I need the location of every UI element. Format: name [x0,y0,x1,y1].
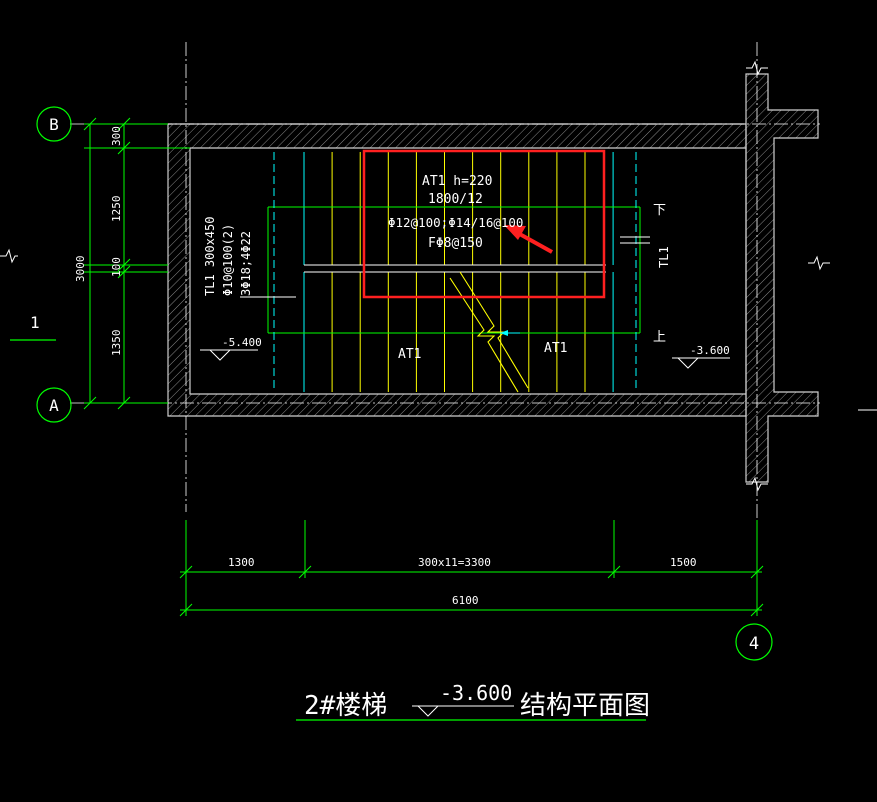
annotation-line-1: AT1 h=220 [422,174,492,189]
flight-label-left: AT1 [398,347,421,362]
section-mark: 1 [10,313,56,341]
level-left-text: -5.400 [222,336,262,349]
dim-300-v: 300 [110,126,123,146]
dim-6100: 6100 [452,594,479,607]
down-mark: 下 [653,203,666,218]
walls [167,73,819,483]
annotation-text: AT1 h=220 1800/12 Φ12@100;Φ14/16@100 FΦ8… [388,174,523,251]
level-left: -5.400 [200,336,262,361]
axis-bubble-a: A [36,387,72,423]
drawing-title: 2#楼梯 -3.600 结构平面图 [296,681,650,721]
dim-1300: 1300 [228,556,255,569]
right-column-wall [745,73,819,483]
level-right-text: -3.600 [690,344,730,357]
dim-steps: 300x11=3300 [418,556,491,569]
annotation-line-3: Φ12@100;Φ14/16@100 [388,215,523,230]
section-mark-label: 1 [30,313,40,332]
tl1-right-label: TL1 [657,246,671,268]
break-line [449,271,529,393]
flight-label-right: AT1 [544,341,567,356]
axis-bubble-4: 4 [735,623,773,661]
title-suffix: 结构平面图 [520,691,650,721]
up-mark: 上 [653,330,666,345]
tl1-left-line-1: TL1 300x450 [203,217,217,296]
dim-1500: 1500 [670,556,697,569]
axis-bubble-b: B [36,106,72,142]
horizontal-dimensions [179,520,764,617]
tl1-left-label: TL1 300x450 Φ10@100(2) 3Φ18;4Φ22 [203,217,253,296]
horizontal-dimension-text: 1300 300x11=3300 1500 6100 [228,556,697,607]
tl1-left-line-2: Φ10@100(2) [221,224,235,296]
axis-b-label: B [49,115,59,134]
vertical-dimension-text: 300 1250 100 1350 3000 [74,126,123,356]
dim-1350-v: 1350 [110,330,123,357]
axis-4-label: 4 [749,634,759,654]
vertical-dimensions [83,117,190,410]
tl1-left-line-3: 3Φ18;4Φ22 [239,231,253,296]
level-right: -3.600 [672,344,730,369]
annotation-line-2: 1800/12 [428,192,483,207]
edge-break-marks [0,60,877,492]
stair-wall [167,123,747,417]
title-level: -3.600 [440,681,512,705]
axis-a-label: A [49,396,59,415]
annotation-line-4: FΦ8@150 [428,236,483,251]
dim-100-v: 100 [110,257,123,277]
direction-arrows [500,330,520,336]
dim-1250-v: 1250 [110,196,123,223]
grid-lines [70,42,820,616]
red-arrow [504,225,553,254]
landing-beams [240,152,650,392]
highlight-box [362,149,606,299]
dim-3000-v: 3000 [74,256,87,283]
title-prefix: 2#楼梯 [304,691,387,721]
